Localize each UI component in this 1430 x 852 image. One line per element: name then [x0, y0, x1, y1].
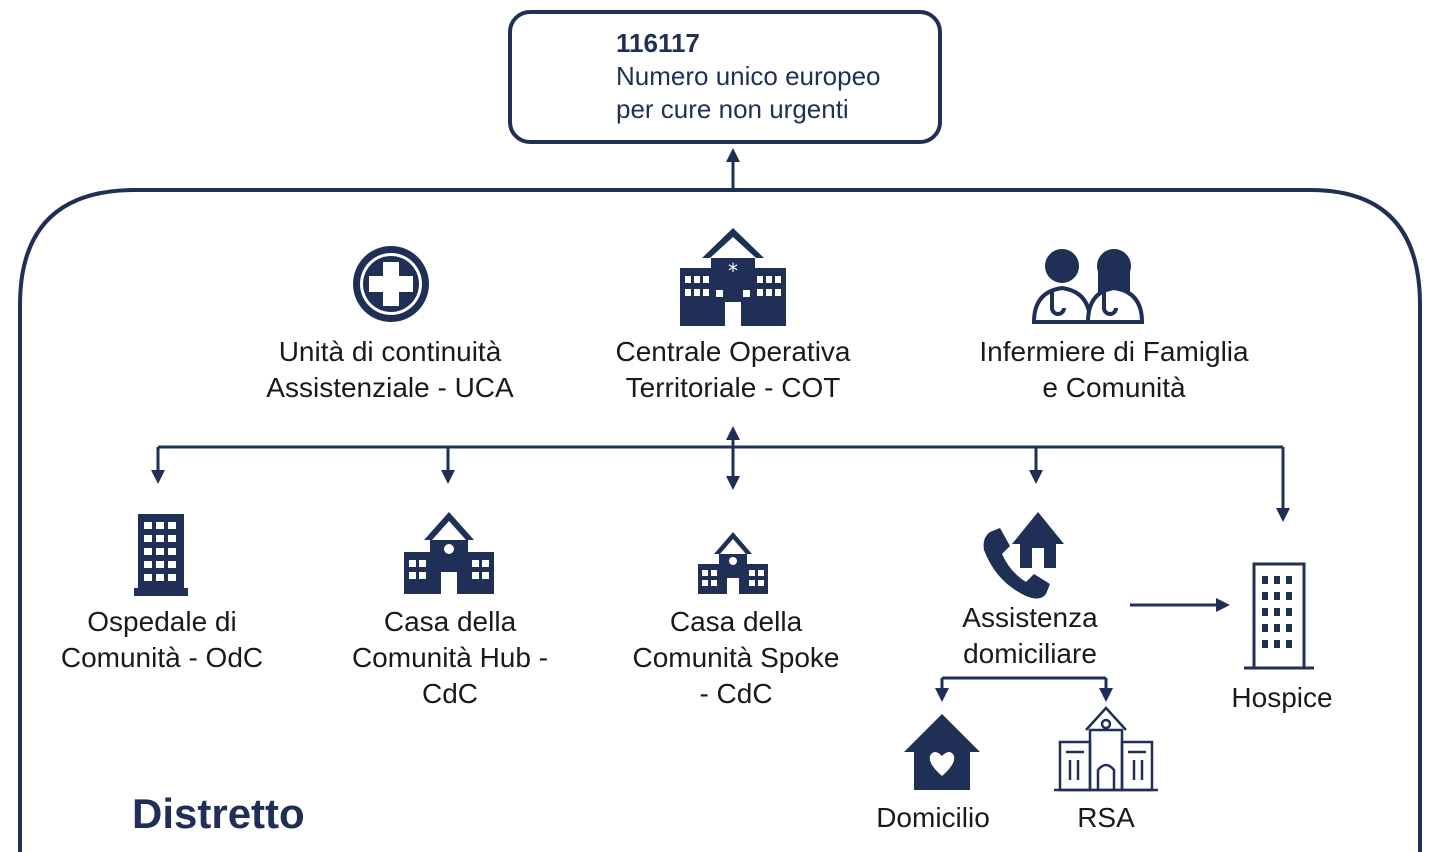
cdc-spoke-label-line1: Casa della — [669, 606, 803, 637]
community-house-icon — [404, 512, 494, 594]
cot-label: Centrale Operativa Territoriale - COT — [583, 334, 883, 406]
nurses-icon — [1031, 249, 1145, 324]
odc-label-line2: Comunità - OdC — [60, 642, 264, 673]
hotline-desc-line2: per cure non urgenti — [616, 94, 849, 124]
hotline-number: 116117 — [616, 28, 700, 58]
rsa-building-icon — [1054, 706, 1158, 792]
cot-label-line1: Centrale Operativa — [615, 336, 851, 367]
cdc-hub-label-line2: Comunità Hub - — [351, 642, 549, 673]
cdc-hub-label-line1: Casa della — [383, 606, 517, 637]
ifec-label-line2: e Comunità — [1042, 372, 1186, 403]
rsa-label: RSA — [1077, 802, 1135, 833]
ifec-label: Infermiere di Famiglia e Comunità — [944, 334, 1284, 406]
hospital-building-icon: * — [680, 228, 786, 326]
odc-label: Ospedale di Comunità - OdC — [36, 604, 288, 676]
district-boundary — [18, 188, 1422, 852]
hotline-box: 116117 Numero unico europeo per cure non… — [508, 10, 942, 144]
arrow-to-adi — [1029, 470, 1043, 484]
medical-cross-icon — [353, 246, 429, 322]
adi-label-line1: Assistenza — [962, 602, 1098, 633]
distribution-lines — [156, 440, 1285, 510]
uca-label-line2: Assistenziale - UCA — [266, 372, 514, 403]
odc-label-line1: Ospedale di — [87, 606, 237, 637]
arrow-heads — [151, 426, 1290, 522]
arrow-to-cdc-hub — [441, 470, 455, 484]
adi-label: Assistenza domiciliare — [930, 600, 1130, 672]
cdc-spoke-label-line2: Comunità Spoke — [632, 642, 840, 673]
phone-home-icon — [983, 512, 1064, 599]
arrow-to-hotline — [726, 148, 740, 190]
cdc-spoke-label-line3: - CdC — [699, 678, 773, 709]
arrow-to-cdc-spoke — [726, 476, 740, 490]
arrow-to-hospice — [1276, 508, 1290, 522]
arrow-to-odc — [151, 470, 165, 484]
uca-label: Unità di continuità Assistenziale - UCA — [240, 334, 540, 406]
cdc-hub-label: Casa della Comunità Hub - CdC — [330, 604, 570, 712]
cot-label-line2: Territoriale - COT — [625, 372, 841, 403]
cdc-hub-label-line3: CdC — [421, 678, 478, 709]
cdc-spoke-label: Casa della Comunità Spoke - CdC — [608, 604, 864, 712]
arrow-adi-hospice — [1130, 598, 1230, 612]
tall-building-icon — [134, 514, 188, 596]
small-community-house-icon — [698, 532, 768, 594]
hotline-description: Numero unico europeo per cure non urgent… — [616, 60, 881, 126]
district-title: Distretto — [132, 790, 305, 837]
adi-label-line2: domiciliare — [963, 638, 1097, 669]
heart-house-icon — [904, 714, 980, 790]
domicilio-label: Domicilio — [876, 802, 990, 833]
arrow-adi-split — [940, 676, 1108, 690]
hospice-label: Hospice — [1231, 682, 1333, 713]
hospice-building-icon — [1244, 562, 1314, 670]
arrow-adi-split-heads — [935, 688, 1113, 702]
uca-label-line1: Unità di continuità — [278, 336, 502, 367]
hotline-desc-line1: Numero unico europeo — [616, 61, 881, 91]
svg-text:*: * — [728, 259, 738, 283]
ifec-label-line1: Infermiere di Famiglia — [979, 336, 1249, 367]
arrow-to-cot — [726, 426, 740, 440]
